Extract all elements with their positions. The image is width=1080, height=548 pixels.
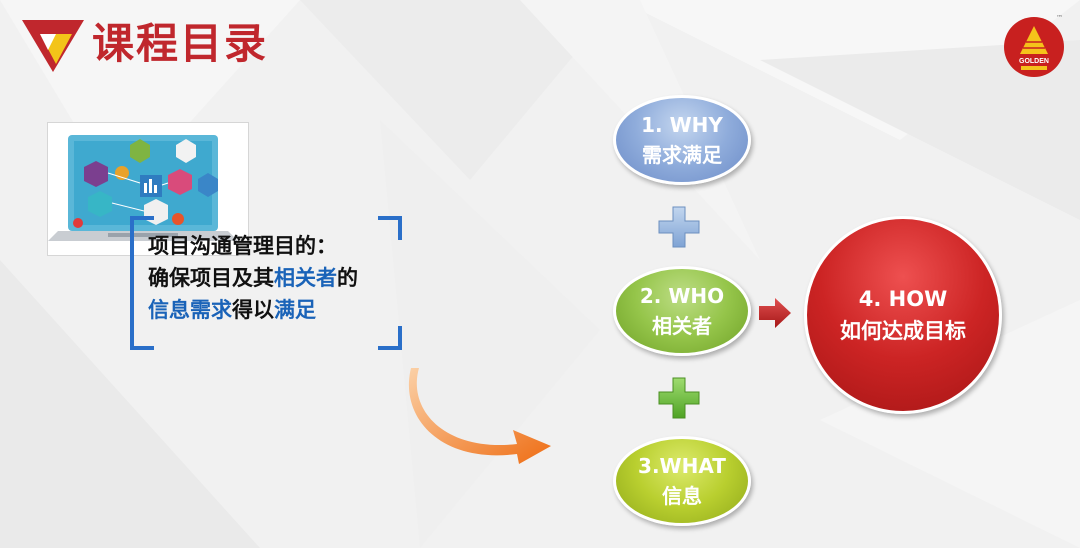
- right-arrow-icon: [759, 298, 791, 328]
- highlight-stakeholders: 相关者: [274, 266, 337, 290]
- how-title: 4. HOW: [858, 287, 948, 311]
- who-title: 2. WHO: [639, 284, 725, 308]
- why-subtitle: 需求满足: [642, 143, 722, 167]
- purpose-line-3: 信息需求得以满足: [148, 298, 316, 322]
- highlight-satisfied: 满足: [274, 298, 316, 322]
- how-node: 4. HOW 如何达成目标: [804, 216, 1002, 414]
- why-title: 1. WHY: [641, 113, 723, 137]
- golden-pyramid-logo-icon: GOLDEN: [1004, 17, 1064, 77]
- purpose-frame: [130, 216, 402, 350]
- purpose-line-2: 确保项目及其相关者的: [148, 266, 358, 290]
- trademark-mark: ™: [1056, 14, 1063, 22]
- purpose-statement: 项目沟通管理目的： 确保项目及其相关者的 信息需求得以满足: [148, 230, 408, 326]
- who-subtitle: 相关者: [652, 314, 712, 338]
- who-node: 2. WHO 相关者: [613, 266, 751, 356]
- what-subtitle: 信息: [662, 484, 702, 508]
- why-node: 1. WHY 需求满足: [613, 95, 751, 185]
- purpose-line-1: 项目沟通管理目的：: [148, 234, 337, 258]
- laptop-infographic-illustration: [47, 122, 249, 256]
- plus-icon: [658, 377, 700, 419]
- page-title: 课程目录: [92, 19, 269, 68]
- brand-logo-text: GOLDEN: [1019, 58, 1049, 65]
- highlight-info-needs: 信息需求: [148, 298, 232, 322]
- red-triangle-logo-icon: [22, 20, 84, 72]
- curved-arrow-icon: [408, 368, 551, 464]
- plus-icon: [658, 206, 700, 248]
- what-node: 3.WHAT 信息: [613, 436, 751, 526]
- what-title: 3.WHAT: [638, 454, 726, 478]
- how-subtitle: 如何达成目标: [840, 319, 966, 343]
